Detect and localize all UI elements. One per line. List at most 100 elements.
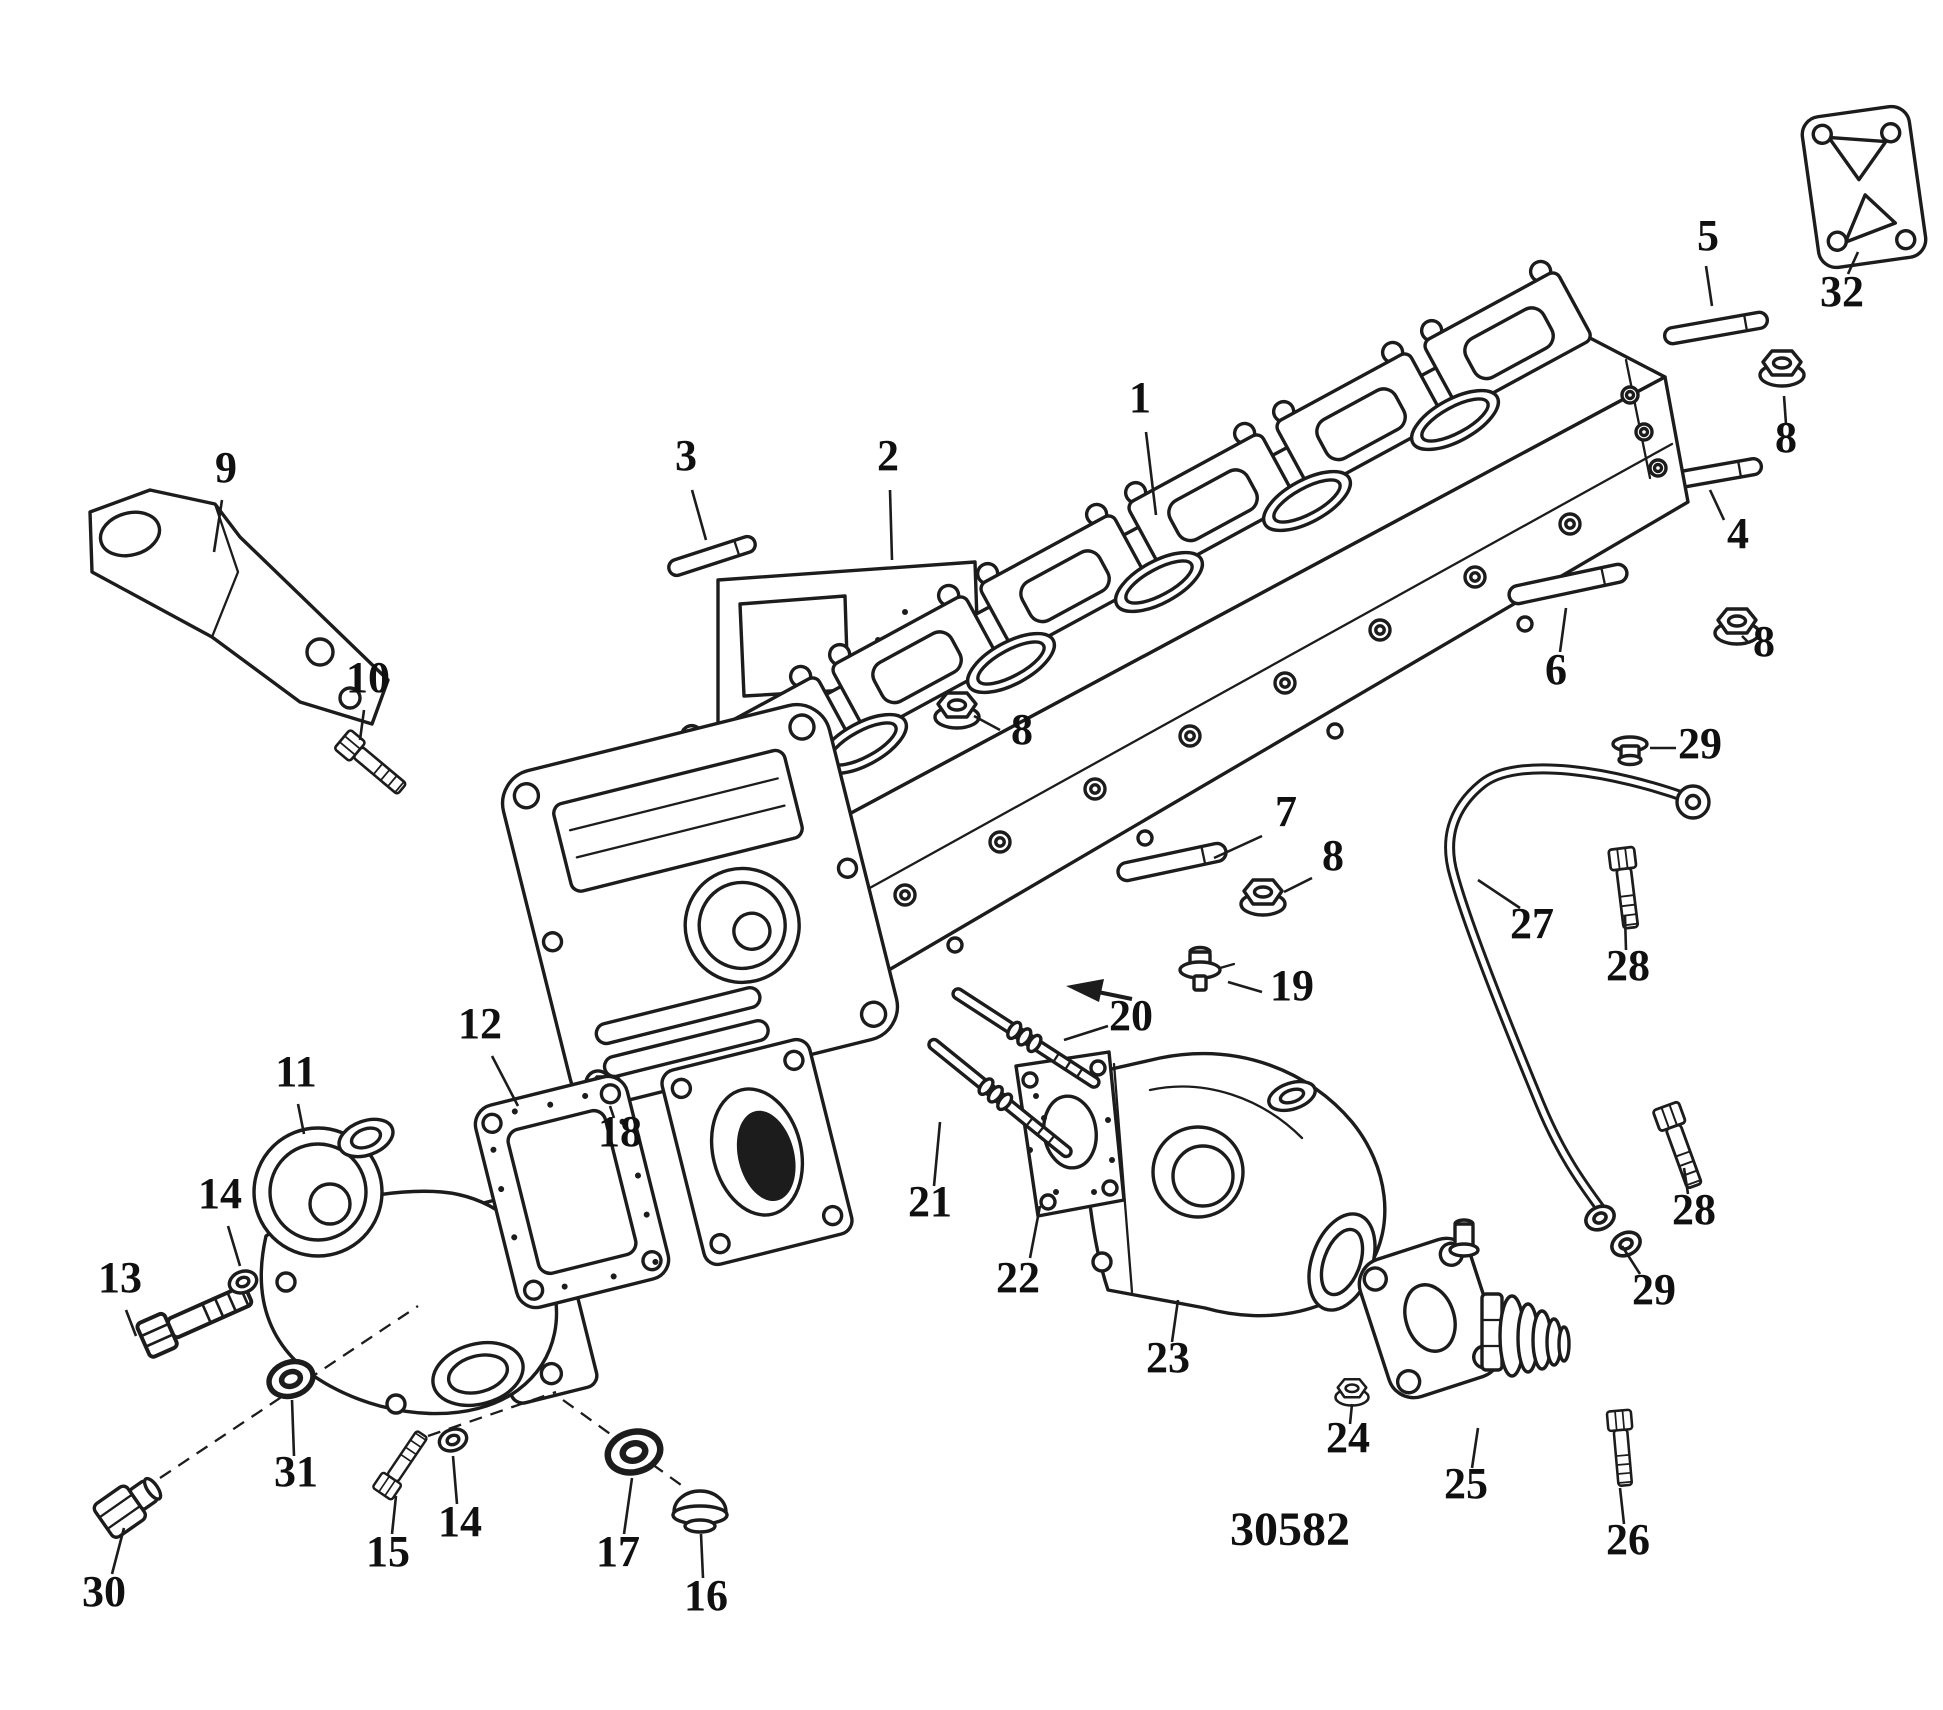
part-29-seal-bottom <box>1580 1200 1646 1262</box>
callout-9: 9 <box>215 443 237 492</box>
callout-10: 10 <box>346 653 390 702</box>
leader-lines <box>110 251 1860 1579</box>
leader-line-4 <box>1708 489 1726 521</box>
part-25-end-cap <box>1357 1218 1571 1400</box>
leader-line-9 <box>212 499 224 553</box>
callout-26: 26 <box>1606 1515 1650 1564</box>
callout-17: 17 <box>596 1527 640 1576</box>
callout-28a: 28 <box>1606 941 1650 990</box>
callout-21: 21 <box>908 1177 952 1226</box>
drawing-number: 30582 <box>1230 1503 1350 1556</box>
part-26-bolt <box>1605 1408 1639 1488</box>
callout-19: 19 <box>1270 961 1314 1010</box>
callout-8b: 8 <box>1753 617 1775 666</box>
callout-13: 13 <box>98 1253 142 1302</box>
leader-line-16 <box>699 1533 705 1579</box>
part-19-fitting <box>1178 945 1236 992</box>
callout-22: 22 <box>996 1253 1040 1302</box>
part-10-bolt <box>332 728 412 800</box>
callout-2: 2 <box>877 431 899 480</box>
leader-line-6 <box>1558 607 1568 653</box>
leader-line-12 <box>490 1055 520 1107</box>
leader-line-32 <box>1846 251 1860 275</box>
part-17-washer <box>603 1426 665 1478</box>
part-9-bracket <box>88 488 390 726</box>
leader-line-15 <box>390 1495 398 1535</box>
leader-line-27 <box>1477 878 1521 910</box>
callout-15: 15 <box>366 1527 410 1576</box>
callout-layer: 1234567888891011121314141516171819202122… <box>82 211 1864 1620</box>
leader-line-18 <box>608 1105 616 1119</box>
part-32-gasket <box>1800 104 1928 270</box>
part-3-dowel-pin <box>667 534 757 578</box>
part-6-stud <box>1507 562 1629 606</box>
part-11-thermostat-housing <box>252 1117 599 1416</box>
part-16-plug <box>671 1489 729 1534</box>
callout-1: 1 <box>1129 373 1151 422</box>
callout-16: 16 <box>684 1571 728 1620</box>
leader-line-29b <box>1620 1245 1642 1275</box>
pointer-arrow <box>1066 979 1133 1002</box>
leader-line-24 <box>1348 1403 1354 1425</box>
part-12-gasket <box>473 1074 671 1310</box>
leader-line-7 <box>1213 834 1263 860</box>
leader-line-20 <box>1063 1024 1109 1042</box>
part-20-stud <box>951 987 1101 1089</box>
part-23-exhaust-elbow <box>1082 1052 1387 1318</box>
part-24-nut <box>1334 1377 1370 1407</box>
callout-11: 11 <box>275 1047 317 1096</box>
leader-line-8d <box>1283 876 1313 894</box>
part-5-stud <box>1662 310 1770 346</box>
leader-line-31 <box>290 1399 296 1457</box>
callout-14a: 14 <box>198 1169 242 1218</box>
part-21-stud <box>927 1037 1073 1159</box>
callout-28b: 28 <box>1672 1185 1716 1234</box>
callout-20: 20 <box>1109 991 1153 1040</box>
leader-line-1 <box>1144 431 1158 516</box>
leader-line-26 <box>1618 1487 1626 1525</box>
callout-5: 5 <box>1697 211 1719 260</box>
callout-18: 18 <box>598 1107 642 1156</box>
part-22-gasket <box>1014 1050 1126 1218</box>
callout-23: 23 <box>1146 1333 1190 1382</box>
part-29-seal-top <box>1611 735 1649 767</box>
leader-line-3 <box>690 489 708 541</box>
callout-32: 32 <box>1820 267 1864 316</box>
part-27-tube <box>1444 763 1711 1223</box>
callout-31: 31 <box>274 1447 318 1496</box>
leader-line-28a <box>1623 915 1628 951</box>
part-28-bolt-bottom <box>1651 1099 1709 1193</box>
callout-12: 12 <box>458 999 502 1048</box>
leader-line-14a <box>226 1225 242 1267</box>
callout-3: 3 <box>675 431 697 480</box>
part-30-drain-plug <box>92 1476 163 1539</box>
leader-line-22 <box>1028 1205 1042 1259</box>
part-8-locknut <box>1758 349 1806 388</box>
leader-line-13 <box>124 1309 138 1337</box>
leader-line-25 <box>1470 1427 1480 1469</box>
callout-14b: 14 <box>438 1497 482 1546</box>
leader-line-28b <box>1682 1167 1690 1195</box>
leader-line-30 <box>110 1527 126 1575</box>
part-8-locknut <box>933 691 981 730</box>
part-15-bolt <box>371 1426 433 1502</box>
leader-line-19 <box>1227 980 1263 994</box>
leader-line-14b <box>451 1455 459 1505</box>
callout-8d: 8 <box>1322 831 1344 880</box>
leader-line-2 <box>888 489 894 561</box>
leader-line-23 <box>1170 1299 1180 1343</box>
callout-4: 4 <box>1727 509 1749 558</box>
leader-line-5 <box>1704 265 1714 307</box>
callout-7: 7 <box>1275 787 1297 836</box>
leader-line-10 <box>358 709 366 741</box>
callout-25: 25 <box>1444 1459 1488 1508</box>
leader-line-8b <box>1741 635 1749 643</box>
callout-6: 6 <box>1545 645 1567 694</box>
callout-27: 27 <box>1510 899 1554 948</box>
part-7-stud <box>1116 841 1228 883</box>
leader-line-21 <box>932 1121 942 1187</box>
leader-line-8a <box>1782 395 1788 425</box>
leader-line-17 <box>622 1477 634 1535</box>
